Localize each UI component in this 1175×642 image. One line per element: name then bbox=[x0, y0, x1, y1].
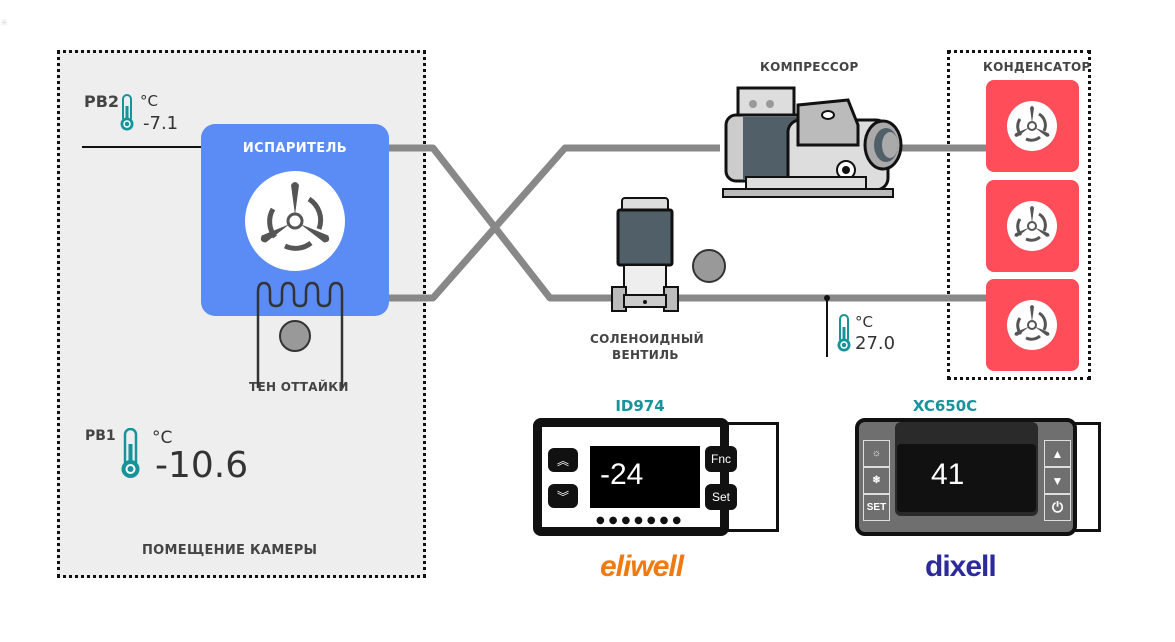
xc650c-defrost-button[interactable]: ❄ bbox=[863, 467, 890, 494]
compressor-label: КОМПРЕССОР bbox=[760, 60, 859, 74]
solenoid-label-1: СОЛЕНОИДНЫЙ bbox=[590, 332, 704, 346]
xc650c-display-value: 41 bbox=[931, 458, 965, 491]
id974-display: -24 bbox=[590, 446, 700, 508]
condenser-fans bbox=[1005, 101, 1059, 352]
faint-corner-icon: ✳ bbox=[0, 18, 9, 29]
xc650c-set-button[interactable]: SET bbox=[863, 494, 890, 521]
pb2-unit: °C bbox=[140, 92, 158, 110]
xc650c-display: 41 bbox=[897, 444, 1036, 512]
pb2-label: PB2 bbox=[84, 92, 120, 111]
liquid-probe-unit: °C bbox=[855, 313, 873, 331]
controller-1-body: ︽ ︾ -24 Fnc Set ●●●●●●● bbox=[533, 418, 781, 536]
id974-set-button[interactable]: Set bbox=[705, 484, 737, 510]
evaporator-fan bbox=[245, 171, 345, 271]
room-label: ПОМЕЩЕНИЕ КАМЕРЫ bbox=[142, 543, 318, 558]
eliwell-logo: eliwell bbox=[600, 550, 684, 583]
thermometer-icon bbox=[837, 314, 851, 352]
evaporator-title: ИСПАРИТЕЛЬ bbox=[242, 141, 348, 156]
liquid-probe-value: 27.0 bbox=[855, 333, 896, 354]
id974-up-button[interactable]: ︽ bbox=[548, 448, 578, 472]
thermometer-icon bbox=[121, 428, 140, 478]
pb1-label: PB1 bbox=[85, 428, 116, 444]
pipe-evap-bottom bbox=[389, 144, 720, 302]
fan-icon bbox=[1005, 199, 1059, 253]
sight-glass-icon bbox=[692, 249, 726, 283]
controller-2-body: 41 ☼ ❄ SET ▲ ▼ ⏻ bbox=[855, 418, 1103, 536]
pipe-evap-top bbox=[389, 144, 660, 302]
xc650c-up-button[interactable]: ▲ bbox=[1044, 440, 1071, 467]
controller-2-model: XC650C bbox=[912, 397, 978, 415]
solenoid-label-2: ВЕНТИЛЬ bbox=[612, 348, 679, 362]
xc650c-light-button[interactable]: ☼ bbox=[863, 440, 890, 467]
liquid-probe-dot bbox=[824, 295, 830, 301]
id974-fnc-button[interactable]: Fnc bbox=[705, 446, 737, 472]
id974-led-indicators: ●●●●●●● bbox=[596, 515, 686, 526]
thermometer-icon bbox=[120, 94, 134, 131]
evaporator: ИСПАРИТЕЛЬ bbox=[201, 124, 389, 316]
compressor-icon bbox=[722, 86, 903, 198]
id974-down-button[interactable]: ︾ bbox=[548, 484, 578, 508]
pb1-value: -10.6 bbox=[155, 445, 249, 486]
xc650c-down-button[interactable]: ▼ bbox=[1044, 467, 1071, 494]
solenoid-valve-icon bbox=[611, 197, 679, 312]
fan-icon bbox=[260, 182, 330, 251]
defrost-heater-icon bbox=[256, 281, 344, 388]
condenser-label: КОНДЕНСАТОР bbox=[983, 60, 1091, 74]
pb2-value: -7.1 bbox=[143, 113, 179, 134]
controller-1-model: ID974 bbox=[615, 397, 665, 415]
heater-label: ТЕН ОТТАЙКИ bbox=[249, 380, 349, 394]
xc650c-power-button[interactable]: ⏻ bbox=[1044, 494, 1071, 521]
pb1-unit: °C bbox=[152, 428, 173, 448]
fan-icon bbox=[1005, 298, 1059, 352]
id974-display-value: -24 bbox=[600, 458, 644, 491]
dixell-logo: dixell bbox=[925, 550, 997, 583]
